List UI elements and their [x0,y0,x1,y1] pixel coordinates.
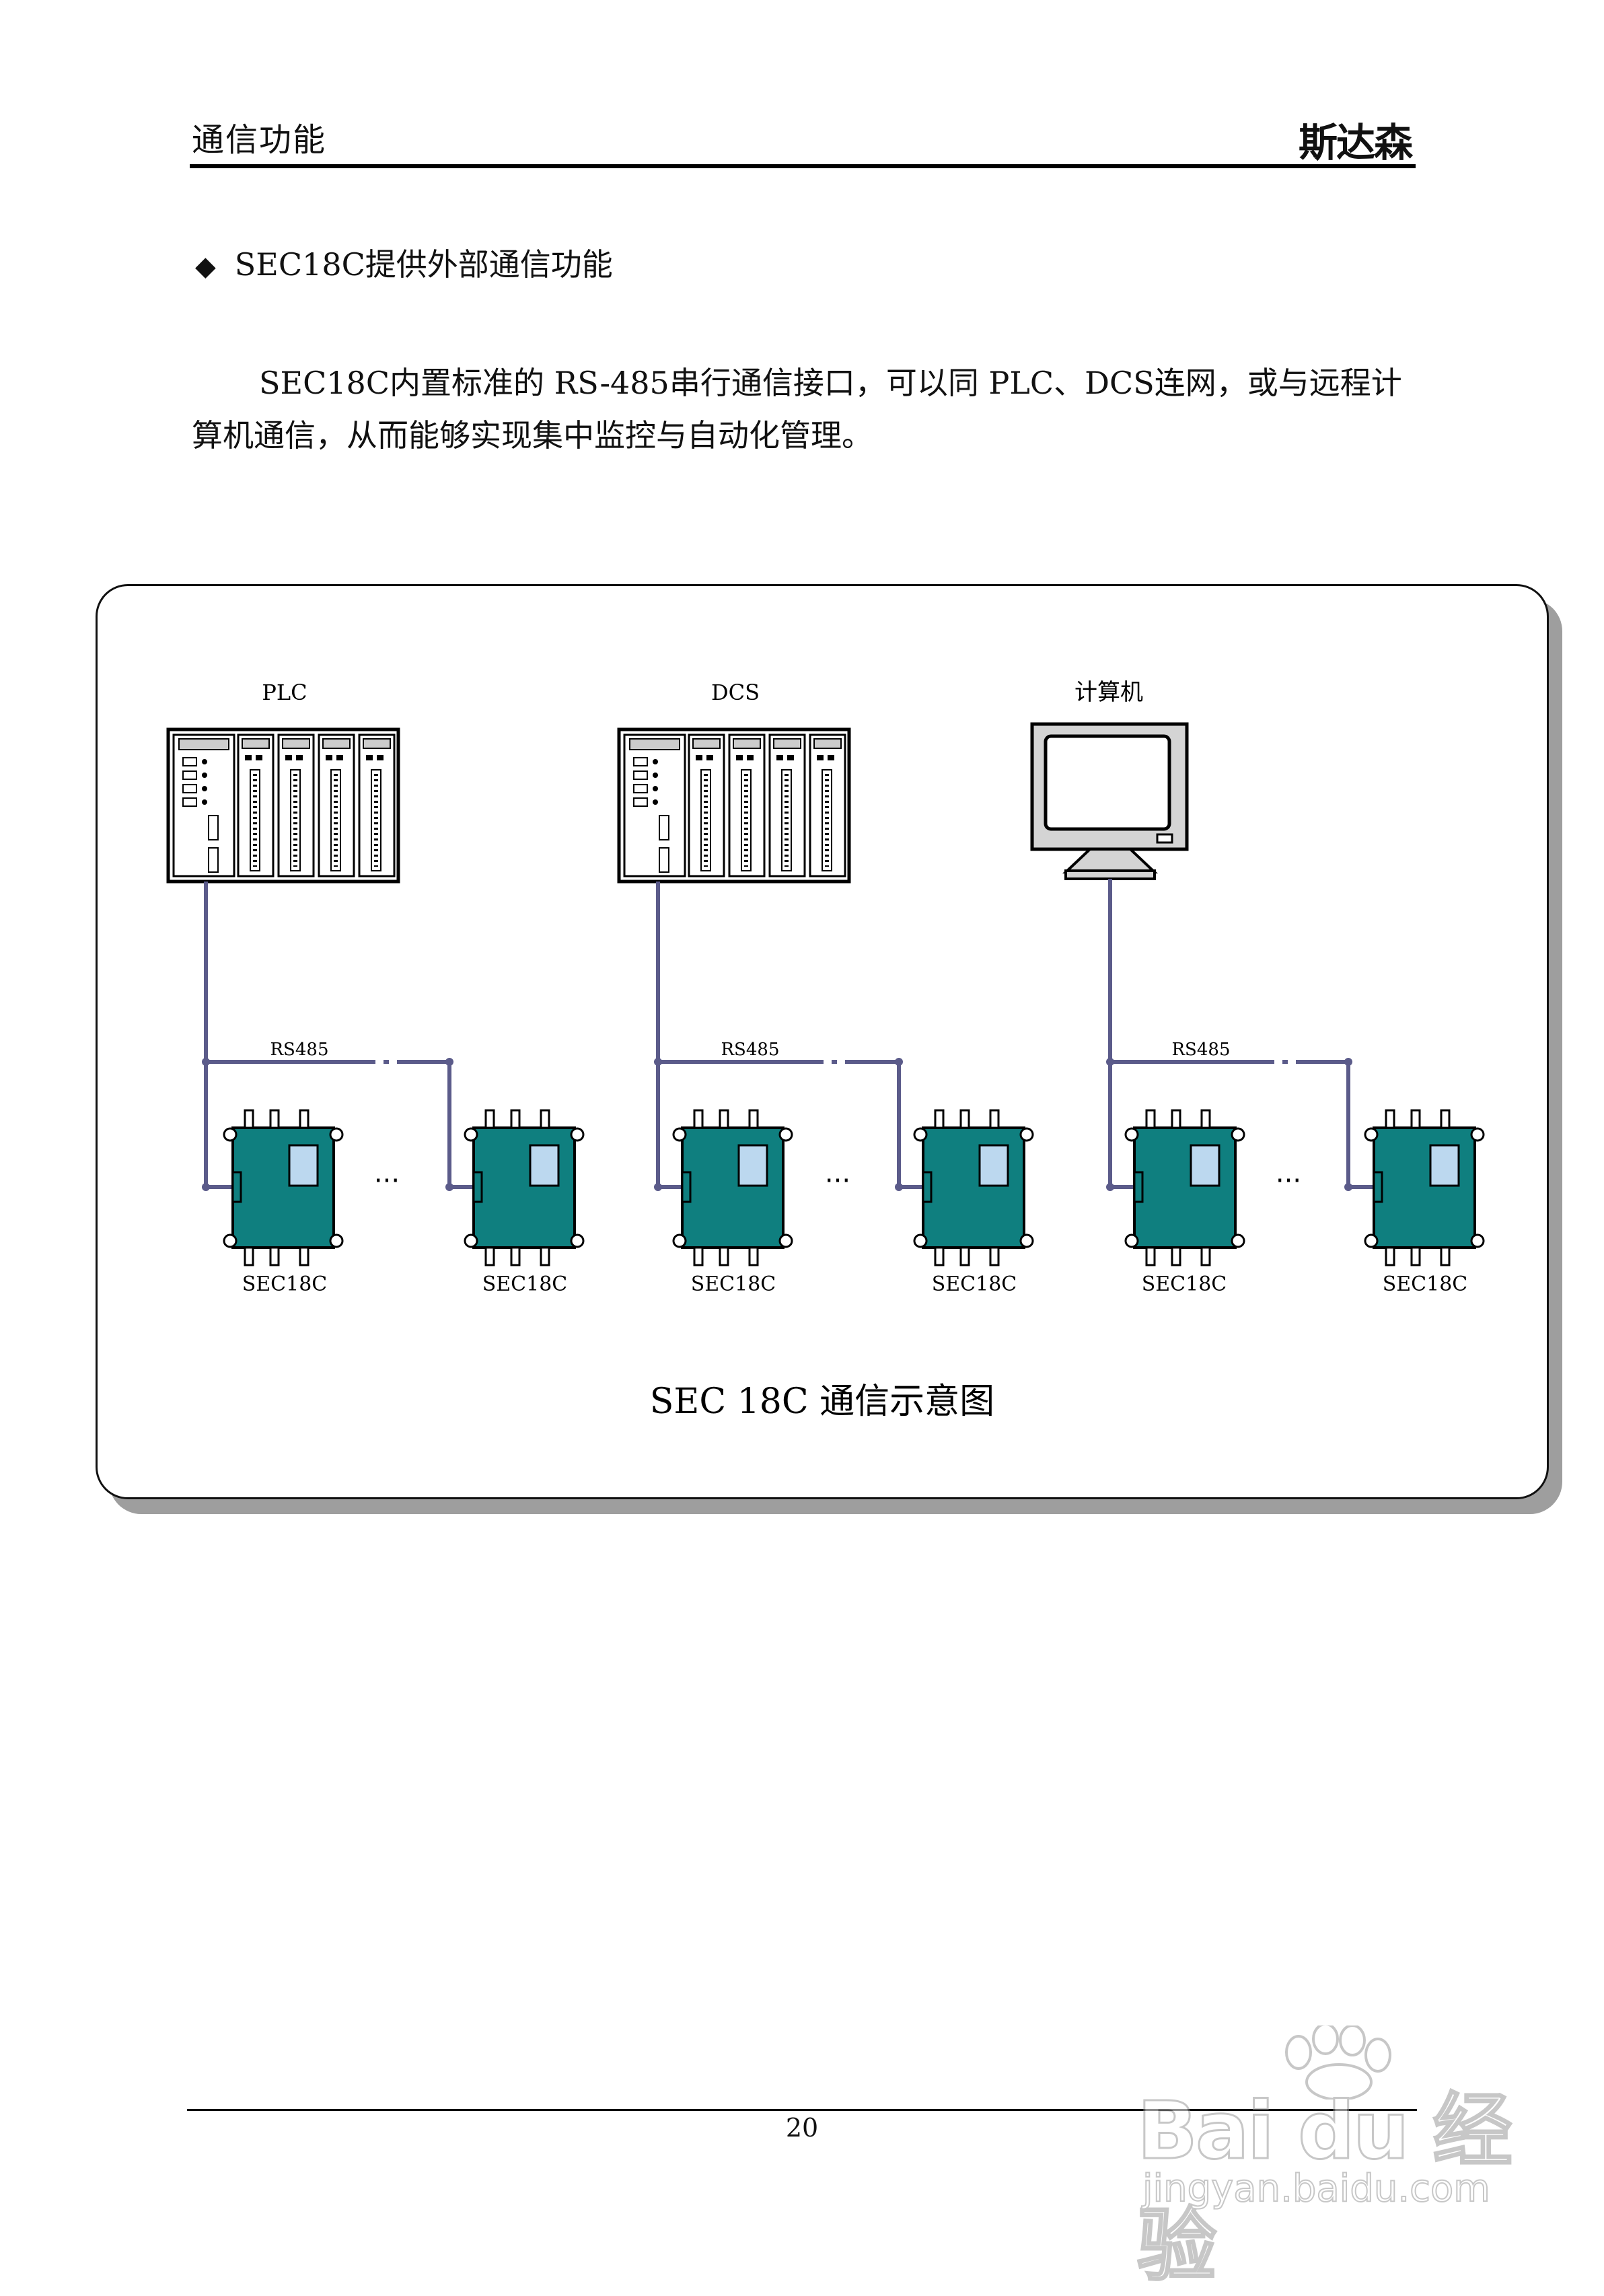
brand-logo: 斯达森 [1299,120,1413,166]
device-label: SEC18C [1142,1272,1227,1296]
host-label-dcs: DCS [711,680,760,705]
device-ellipsis-2: ··· [825,1165,850,1196]
watermark-url: jingyan.baidu.com [1142,2166,1491,2211]
device-ellipsis-3: ··· [1276,1165,1301,1196]
sec18c-device-icon [913,1109,1034,1266]
device-label: SEC18C [691,1272,776,1296]
page-number: 20 [785,2113,819,2143]
host-label-computer: 计算机 [1074,679,1143,706]
baidu-watermark: Bai du 经验 jingyan.baidu.com [1136,2025,1514,2293]
device-label: SEC18C [242,1272,328,1296]
sec18c-device-icon [1124,1109,1245,1266]
device-label: SEC18C [932,1272,1017,1296]
sec18c-device-icon [223,1109,344,1266]
computer-monitor-icon [1030,722,1189,880]
plc-rack-icon [168,729,398,882]
header-title: 通信功能 [192,121,327,159]
device-label: SEC18C [482,1272,568,1296]
host-label-plc: PLC [262,680,307,705]
bus-label-3: RS485 [1171,1040,1230,1060]
paw-icon [1285,2025,1391,2100]
section-heading-text: SEC18C提供外部通信功能 [234,246,613,283]
bus-label-2: RS485 [721,1040,779,1060]
body-paragraph: SEC18C内置标准的 RS-485串行通信接口，可以同 PLC、DCS连网，或… [192,365,1402,454]
header-rule [190,164,1416,168]
figure-caption: SEC 18C 通信示意图 [650,1382,994,1422]
device-label: SEC18C [1383,1272,1468,1296]
bus-label-1: RS485 [270,1040,328,1060]
device-ellipsis-1: ··· [374,1165,400,1196]
sec18c-device-icon [1364,1109,1485,1266]
section-heading: ◆ SEC18C提供外部通信功能 [195,240,613,285]
footer-rule [187,2109,1417,2111]
dcs-rack-icon [619,729,849,882]
bullet-diamond-icon: ◆ [195,251,216,282]
sec18c-device-icon [464,1109,585,1266]
sec18c-device-icon [672,1109,793,1266]
